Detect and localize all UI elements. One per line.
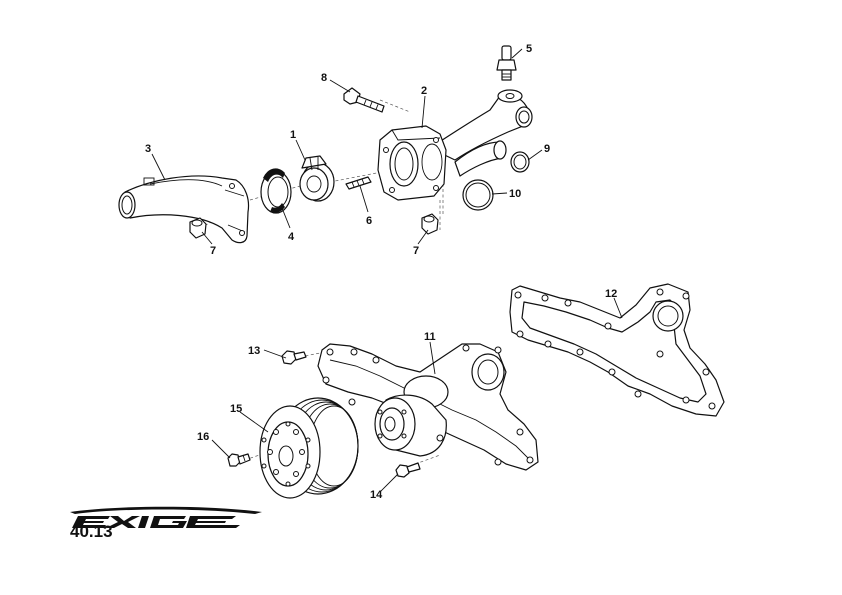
part-8-bolt [343, 87, 385, 113]
part-10-o-ring-large [462, 179, 494, 211]
callout-6: 6 [366, 215, 372, 227]
callout-labels: 1 2 3 4 5 6 7 7 8 9 10 11 12 13 14 15 16 [145, 43, 617, 501]
exige-logo [70, 506, 262, 528]
part-7-plug-left [189, 217, 207, 239]
part-14-bolt [395, 462, 421, 478]
callout-11: 11 [424, 331, 436, 343]
part-16-pulley-bolt [227, 453, 251, 467]
part-13-bolt [281, 350, 307, 365]
part-6-stud [345, 176, 372, 190]
callout-13: 13 [248, 345, 260, 357]
leader-lines [151, 48, 623, 493]
callout-9: 9 [544, 143, 550, 155]
part-7-plug-right [421, 213, 439, 235]
part-5-bleed-screw [496, 45, 517, 81]
callout-3: 3 [145, 143, 151, 155]
callout-10: 10 [509, 188, 521, 200]
part-11-water-pump [317, 343, 539, 471]
callout-2: 2 [421, 85, 427, 97]
part-9-o-ring-small [510, 151, 530, 173]
callout-7-left: 7 [210, 245, 216, 257]
callout-16: 16 [197, 431, 209, 443]
callout-14: 14 [370, 489, 383, 501]
callout-12: 12 [605, 288, 617, 300]
callout-15: 15 [230, 403, 242, 415]
part-2-thermostat-housing [377, 89, 533, 201]
callout-5: 5 [526, 43, 532, 55]
part-12-gasket [509, 283, 725, 417]
part-1-thermostat [299, 155, 335, 202]
part-3-outlet-pipe [118, 175, 250, 244]
callout-7-right: 7 [413, 245, 419, 257]
callout-8: 8 [321, 72, 327, 84]
callout-1: 1 [290, 129, 296, 141]
part-4-seal-ring [260, 168, 292, 214]
callout-4: 4 [288, 231, 295, 243]
page-number: 40.13 [70, 522, 113, 541]
part-15-pulley [259, 397, 359, 499]
